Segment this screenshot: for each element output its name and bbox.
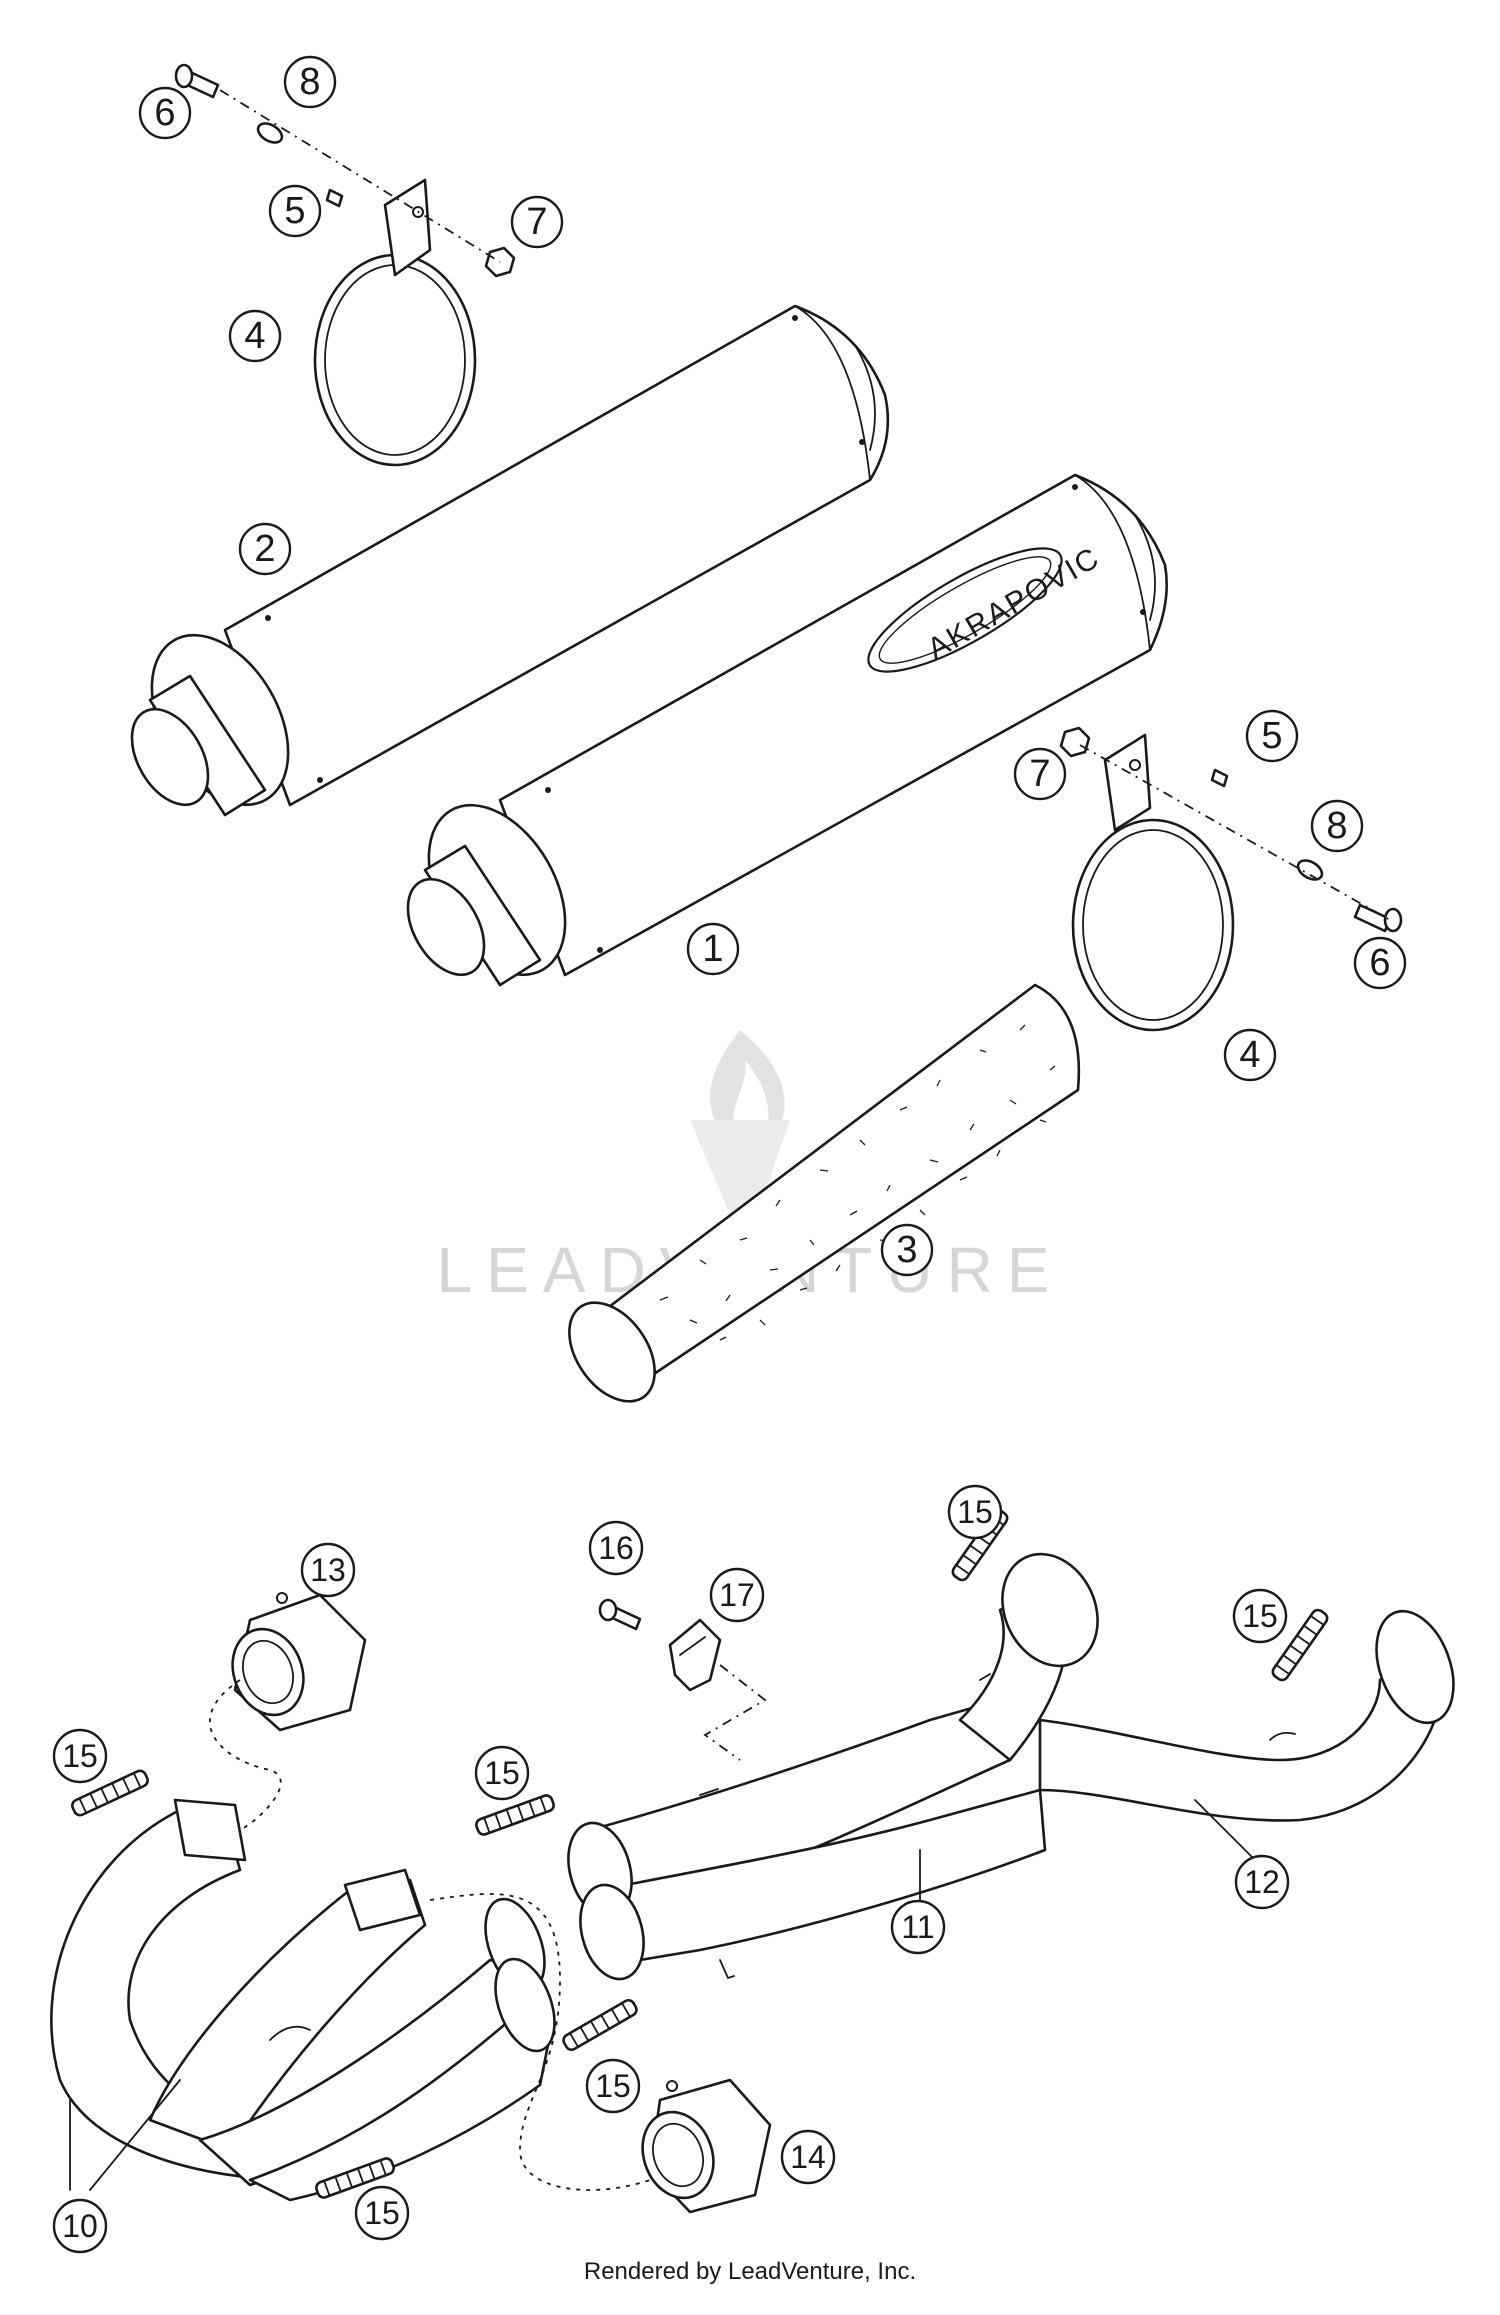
callout-15-f: 15	[354, 2185, 410, 2241]
springs-15	[71, 1508, 1329, 2199]
callout-6-right: 6	[1353, 936, 1407, 990]
callout-7-right: 7	[1013, 747, 1067, 801]
svg-text:8: 8	[1326, 805, 1347, 847]
svg-text:6: 6	[154, 92, 175, 134]
insulation-sleeve-3	[568, 983, 1081, 1403]
svg-text:7: 7	[1029, 753, 1050, 795]
svg-text:5: 5	[1261, 715, 1282, 757]
svg-text:1: 1	[702, 928, 723, 970]
svg-text:15: 15	[1242, 1598, 1278, 1634]
svg-text:13: 13	[310, 1552, 346, 1588]
callout-5-right: 5	[1245, 709, 1299, 763]
clamp-assembly-top	[174, 63, 516, 467]
svg-text:10: 10	[62, 2208, 98, 2244]
callout-15-c: 15	[52, 1728, 108, 1784]
svg-text:11: 11	[901, 1909, 934, 1945]
connection-lines	[208, 1679, 651, 2191]
callout-14: 14	[780, 2129, 836, 2185]
muffler-1: AKRAPOVIC	[406, 473, 1168, 987]
svg-text:16: 16	[598, 1530, 634, 1566]
callout-15-b: 15	[1232, 1588, 1288, 1644]
callout-17: 17	[709, 1567, 765, 1623]
screw-16-and-clip-17	[598, 1598, 767, 1761]
callout-15-e: 15	[585, 2058, 641, 2114]
callout-11: 11	[890, 1899, 946, 1955]
svg-text:15: 15	[484, 1755, 520, 1791]
callout-6-top: 6	[138, 86, 192, 140]
muffler-2	[130, 304, 890, 817]
svg-text:5: 5	[284, 190, 305, 232]
callout-2: 2	[238, 522, 292, 576]
svg-text:8: 8	[299, 61, 320, 103]
footer-credit: Rendered by LeadVenture, Inc.	[583, 2258, 917, 2285]
svg-text:15: 15	[62, 1738, 98, 1774]
callout-4-right: 4	[1223, 1028, 1277, 1082]
svg-text:3: 3	[896, 1229, 917, 1271]
callout-13: 13	[300, 1542, 356, 1598]
callout-3: 3	[880, 1223, 934, 1277]
svg-text:6: 6	[1369, 942, 1390, 984]
svg-text:4: 4	[244, 315, 265, 357]
callout-1: 1	[686, 922, 740, 976]
svg-text:7: 7	[526, 201, 547, 243]
flange-13	[231, 1592, 367, 1732]
callout-16: 16	[588, 1520, 644, 1576]
svg-text:4: 4	[1239, 1034, 1260, 1076]
callout-4-top: 4	[228, 309, 282, 363]
flange-14	[641, 2078, 772, 2214]
clamp-assembly-right	[1059, 726, 1403, 1032]
leader-lines	[69, 1799, 1256, 2191]
svg-text:15: 15	[364, 2195, 400, 2231]
header-pipe-10	[50, 1798, 556, 2202]
collector-pipe-11	[567, 1552, 1099, 1981]
callout-5-top: 5	[268, 184, 322, 238]
svg-text:14: 14	[790, 2139, 826, 2175]
callout-8-right: 8	[1310, 799, 1364, 853]
pipe-12	[1038, 1609, 1455, 1822]
svg-text:17: 17	[719, 1577, 755, 1613]
callout-10: 10	[52, 2198, 108, 2254]
callout-7-top: 7	[510, 195, 564, 249]
callout-15-d: 15	[474, 1745, 530, 1801]
svg-text:12: 12	[1244, 1864, 1280, 1900]
callout-15-a: 15	[947, 1484, 1003, 1540]
callout-12: 12	[1234, 1854, 1290, 1910]
svg-text:15: 15	[595, 2068, 631, 2104]
callout-8-top: 8	[283, 55, 337, 109]
svg-text:15: 15	[957, 1494, 993, 1530]
svg-text:2: 2	[254, 528, 275, 570]
